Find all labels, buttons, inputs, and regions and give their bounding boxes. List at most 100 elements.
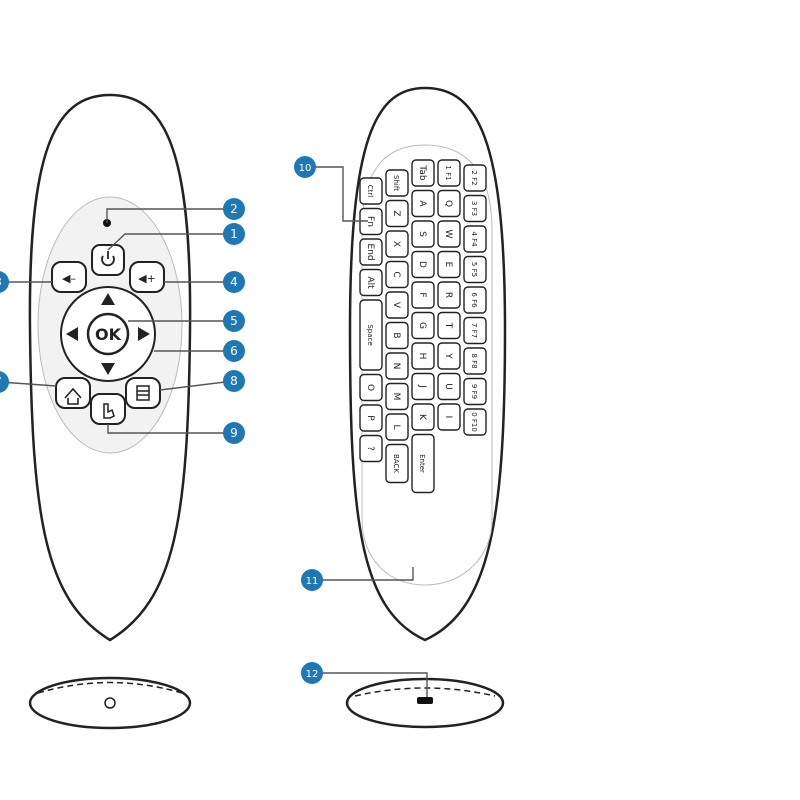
key-c[interactable]: C <box>385 260 409 289</box>
key-cap[interactable] <box>411 342 435 370</box>
key-q[interactable]: Q <box>437 189 461 218</box>
key-cap[interactable] <box>385 230 409 258</box>
key-cap[interactable] <box>385 413 409 441</box>
key-cap[interactable] <box>411 189 435 218</box>
key-cap[interactable] <box>359 373 383 402</box>
volume-down-button[interactable] <box>51 261 87 293</box>
key-cap[interactable] <box>359 434 383 463</box>
key-cap[interactable] <box>411 250 435 279</box>
key-cap[interactable] <box>463 225 487 253</box>
key-3-f3[interactable]: 3 F3 <box>463 194 487 223</box>
key-cap[interactable] <box>385 382 409 411</box>
key-l[interactable]: L <box>385 413 409 441</box>
key-m[interactable]: M <box>385 382 409 411</box>
key-label: M <box>391 393 401 401</box>
key-8-f8[interactable]: 8 F8 <box>463 347 487 375</box>
key-cap[interactable] <box>437 189 461 218</box>
key-cap[interactable] <box>359 268 383 297</box>
key-cap[interactable] <box>437 281 461 309</box>
key-cap[interactable] <box>463 255 487 284</box>
key-cap[interactable] <box>437 311 461 340</box>
key-d[interactable]: D <box>411 250 435 279</box>
key-cap[interactable] <box>359 299 383 371</box>
key-t[interactable]: T <box>437 311 461 340</box>
key-4-f4[interactable]: 4 F4 <box>463 225 487 253</box>
key-cap[interactable] <box>385 169 409 197</box>
ok-button[interactable] <box>86 312 130 356</box>
key-cap[interactable] <box>463 194 487 223</box>
key-h[interactable]: H <box>411 342 435 370</box>
remote-back: CtrlFnEndAltSpaceOP?ShiftZXCVBNMLBACKTab… <box>348 86 507 642</box>
key-cap[interactable] <box>463 347 487 375</box>
key-end[interactable]: End <box>359 238 383 266</box>
key-g[interactable]: G <box>411 311 435 340</box>
key-cap[interactable] <box>385 443 409 484</box>
key-cap[interactable] <box>437 159 461 187</box>
key-cap[interactable] <box>437 250 461 279</box>
key-cap[interactable] <box>411 403 435 431</box>
key-cap[interactable] <box>437 342 461 370</box>
key-i[interactable]: I <box>437 403 461 431</box>
key-e[interactable]: E <box>437 250 461 279</box>
key-cap[interactable] <box>385 260 409 289</box>
key-space[interactable]: Space <box>359 299 383 371</box>
key-cap[interactable] <box>385 199 409 228</box>
key-shift[interactable]: Shift <box>385 169 409 197</box>
key-ctrl[interactable]: Ctrl <box>359 177 383 205</box>
key-u[interactable]: U <box>437 372 461 401</box>
key-cap[interactable] <box>411 433 435 494</box>
key-6-f6[interactable]: 6 F6 <box>463 286 487 314</box>
key-o[interactable]: O <box>359 373 383 402</box>
key-cap[interactable] <box>411 159 435 187</box>
key-cap[interactable] <box>437 372 461 401</box>
key-cap[interactable] <box>463 316 487 345</box>
key-f[interactable]: F <box>411 281 435 309</box>
key-p[interactable]: P <box>359 404 383 432</box>
key-a[interactable]: A <box>411 189 435 218</box>
key-s[interactable]: S <box>411 220 435 248</box>
key-z[interactable]: Z <box>385 199 409 228</box>
key-j[interactable]: J <box>411 372 435 401</box>
key-cap[interactable] <box>463 377 487 406</box>
key-cap[interactable] <box>463 408 487 436</box>
key-cap[interactable] <box>411 281 435 309</box>
key-cap[interactable] <box>385 291 409 319</box>
key-tab[interactable]: Tab <box>411 159 435 187</box>
key-x[interactable]: X <box>385 230 409 258</box>
key-cap[interactable] <box>359 238 383 266</box>
home-button[interactable] <box>55 377 91 409</box>
key-b[interactable]: B <box>385 321 409 350</box>
key-cap[interactable] <box>385 352 409 380</box>
key-enter[interactable]: Enter <box>411 433 435 494</box>
key-r[interactable]: R <box>437 281 461 309</box>
key-cap[interactable] <box>411 372 435 401</box>
key-cap[interactable] <box>437 403 461 431</box>
key-cap[interactable] <box>463 286 487 314</box>
key-9-f9[interactable]: 9 F9 <box>463 377 487 406</box>
key-cap[interactable] <box>463 164 487 192</box>
key-cap[interactable] <box>359 404 383 432</box>
key-5-f5[interactable]: 5 F5 <box>463 255 487 284</box>
key-n[interactable]: N <box>385 352 409 380</box>
key-k[interactable]: K <box>411 403 435 431</box>
key-1-f1[interactable]: 1 F1 <box>437 159 461 187</box>
key--[interactable]: ? <box>359 434 383 463</box>
key-cap[interactable] <box>359 177 383 205</box>
key-w[interactable]: W <box>437 220 461 248</box>
key-alt[interactable]: Alt <box>359 268 383 297</box>
key-2-f2[interactable]: 2 F2 <box>463 164 487 192</box>
key-7-f7[interactable]: 7 F7 <box>463 316 487 345</box>
power-button[interactable] <box>91 244 125 276</box>
callout-marker-1: 1 <box>223 223 245 245</box>
key-cap[interactable] <box>437 220 461 248</box>
key-cap[interactable] <box>411 311 435 340</box>
key-cap[interactable] <box>385 321 409 350</box>
key-cap[interactable] <box>411 220 435 248</box>
key-back[interactable]: BACK <box>385 443 409 484</box>
callout-circle <box>301 662 323 684</box>
menu-button[interactable] <box>125 377 161 409</box>
key-v[interactable]: V <box>385 291 409 319</box>
volume-up-button[interactable] <box>129 261 165 293</box>
key-y[interactable]: Y <box>437 342 461 370</box>
key-0-f10[interactable]: 0 F10 <box>463 408 487 436</box>
